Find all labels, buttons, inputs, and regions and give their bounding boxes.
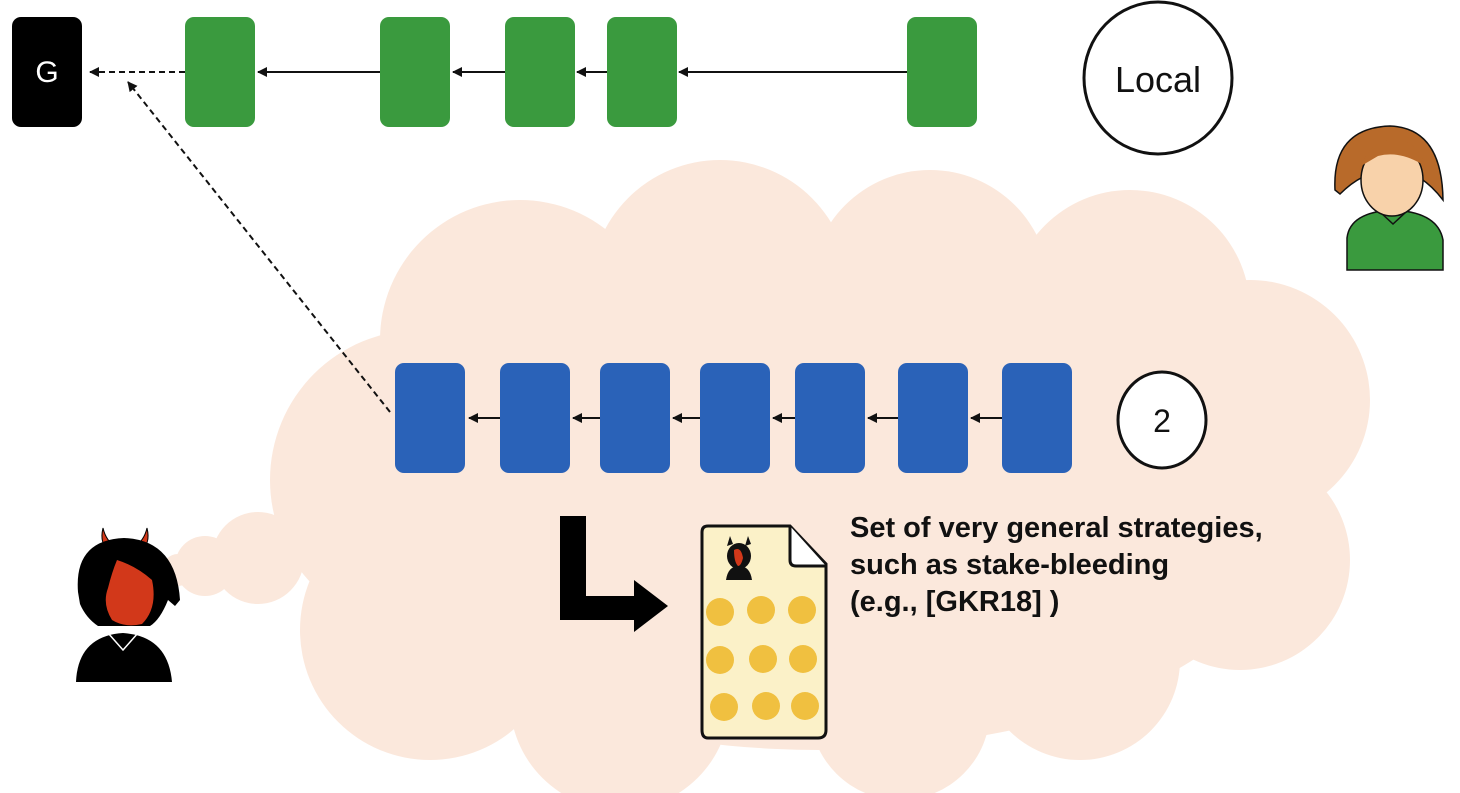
adversary-block bbox=[600, 363, 670, 473]
honest-block bbox=[607, 17, 677, 127]
adversary-block bbox=[700, 363, 770, 473]
honest-block bbox=[505, 17, 575, 127]
corner-arrow-icon bbox=[560, 516, 668, 632]
thought-cloud bbox=[162, 160, 1370, 793]
fork-link bbox=[127, 81, 391, 413]
adversary-block bbox=[500, 363, 570, 473]
honest-block bbox=[380, 17, 450, 127]
adversary-badge-label: 2 bbox=[1153, 403, 1171, 439]
coin-grid bbox=[706, 596, 819, 721]
honest-block bbox=[907, 17, 977, 127]
adversary-block bbox=[1002, 363, 1072, 473]
adversary-devil-icon bbox=[76, 527, 180, 682]
user-icon bbox=[1334, 125, 1444, 271]
genesis-label: G bbox=[35, 56, 58, 89]
strategy-note: Set of very general strategies, such as … bbox=[850, 510, 1410, 621]
strategy-note-line-1: Set of very general strategies, bbox=[850, 512, 1263, 544]
local-badge: Local bbox=[1082, 0, 1234, 156]
adversary-block bbox=[898, 363, 968, 473]
adversary-chain-badge: 2 bbox=[1116, 370, 1208, 470]
document-devil-icon bbox=[726, 536, 752, 580]
adversary-block bbox=[795, 363, 865, 473]
honest-block bbox=[185, 17, 255, 127]
strategy-document-icon bbox=[700, 524, 828, 740]
genesis-block: G bbox=[12, 17, 82, 127]
strategy-note-line-2: such as stake-bleeding bbox=[850, 549, 1170, 581]
local-badge-label: Local bbox=[1115, 59, 1201, 100]
local-chain bbox=[185, 17, 977, 127]
adversary-chain bbox=[395, 363, 1072, 473]
strategy-note-line-3: (e.g., [GKR18] ) bbox=[850, 586, 1060, 618]
adversary-block bbox=[395, 363, 465, 473]
